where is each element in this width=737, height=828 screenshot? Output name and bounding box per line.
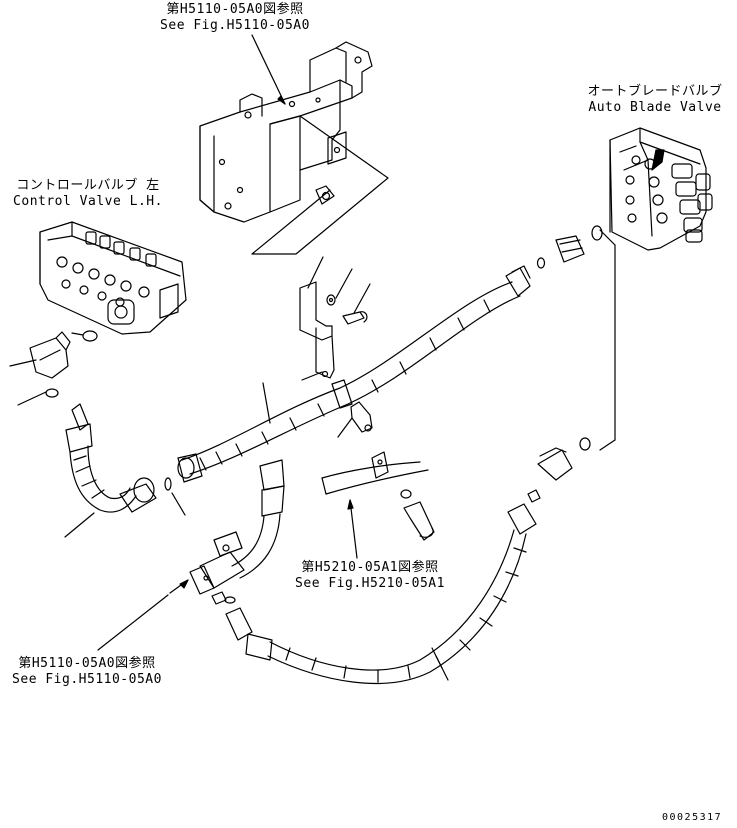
control-valve-lh	[40, 222, 186, 341]
hose-clamp-detail	[322, 452, 434, 540]
mounting-bracket	[200, 42, 388, 254]
ref-top-jp-label: 第H5110-05A0図参照	[166, 2, 304, 17]
elbow-fitting-right	[528, 438, 590, 502]
ref-bottom-en-label: See Fig.H5110-05A0	[12, 672, 162, 687]
control-valve-lh-jp-label: コントロールバルブ 左	[16, 178, 160, 193]
hose-lower-right	[225, 504, 536, 683]
ref-top-en-label: See Fig.H5110-05A0	[160, 18, 310, 33]
auto-blade-valve-en-label: Auto Blade Valve	[588, 100, 722, 115]
ref-mid-jp-label: 第H5210-05A1図参照	[301, 560, 439, 575]
hose-left	[66, 404, 171, 512]
drawing-number: 00025317	[662, 812, 723, 823]
hose-main-upper	[178, 266, 530, 482]
hose-clamp-bracket	[300, 282, 372, 432]
auto-blade-valve	[538, 128, 713, 268]
ref-bottom-jp-label: 第H5110-05A0図参照	[18, 656, 156, 671]
control-valve-lh-en-label: Control Valve L.H.	[13, 194, 163, 209]
ref-mid-en-label: See Fig.H5210-05A1	[295, 576, 445, 591]
auto-blade-valve-jp-label: オートブレードバルブ	[587, 84, 723, 99]
hose-center-fitting	[190, 460, 284, 604]
leader-lines	[10, 35, 615, 680]
elbow-fitting-left	[30, 332, 70, 397]
